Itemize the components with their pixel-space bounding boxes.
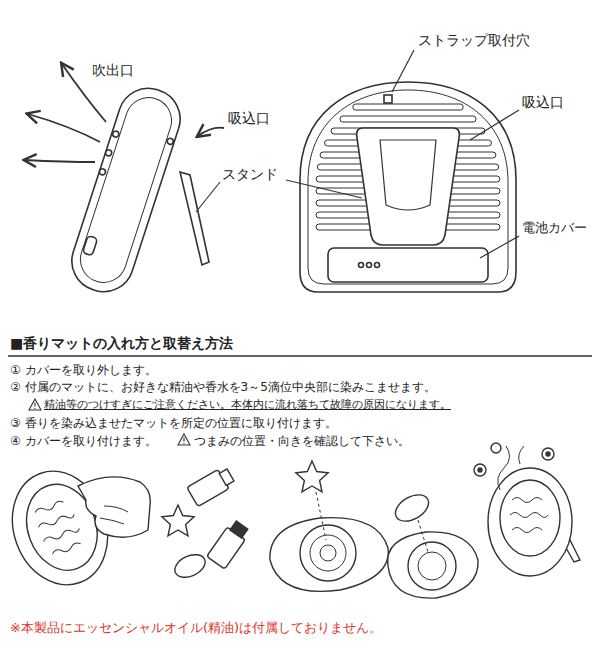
leader-line — [470, 110, 519, 140]
outflow-arrow — [25, 160, 95, 162]
grille-wave — [510, 498, 548, 533]
star-mats — [162, 461, 328, 536]
placement-guide — [316, 492, 326, 540]
instruction-step: ④ カバーを取り付けます。 — [10, 434, 157, 448]
oil-bottle — [187, 465, 236, 506]
mat-holder-ring — [418, 552, 446, 580]
section-title: ■香りマットの入れ方と取替え方法 — [10, 335, 233, 352]
mat-holder-ring — [310, 535, 346, 571]
grille-slot — [353, 104, 463, 110]
stand-leg — [180, 172, 209, 265]
battery-cover — [328, 248, 488, 282]
oil-bottle — [207, 519, 251, 569]
device-knob — [83, 236, 98, 256]
instruction-step: ① カバーを取り外します。 — [10, 363, 157, 377]
warning-icon — [34, 403, 35, 410]
device-body — [64, 81, 188, 300]
flower-center — [478, 468, 482, 472]
mat-holder — [300, 525, 356, 581]
step-sketches — [0, 443, 580, 598]
part-label: ストラップ取付穴 — [418, 32, 530, 49]
device-seam — [74, 92, 177, 289]
leader-line — [196, 182, 220, 212]
hand — [78, 477, 150, 537]
leader-line — [286, 180, 362, 198]
leaf-mat — [171, 550, 208, 582]
device-body — [300, 82, 516, 292]
warning-icon — [29, 399, 41, 410]
hand-finger — [100, 506, 128, 524]
section-rule — [8, 355, 592, 357]
grille-wave — [32, 498, 85, 558]
bottle-cap — [230, 521, 248, 538]
part-label: 吸込口 — [522, 94, 564, 111]
airflow-arrows — [25, 64, 224, 162]
device-bump — [112, 130, 120, 138]
device-bump — [166, 137, 174, 145]
footnote: ※本製品にエッセンシャルオイル(精油)は付属しておりません。 — [10, 620, 382, 636]
placement-guide — [418, 520, 428, 552]
part-label: スタンド — [222, 166, 278, 183]
device-grille — [500, 480, 560, 556]
part-label: 吹出口 — [92, 62, 134, 79]
cover-dot — [359, 263, 364, 268]
flower — [542, 448, 554, 460]
part-label: 電池カバー — [522, 220, 587, 236]
flower-center — [546, 452, 550, 456]
device-base — [388, 532, 478, 598]
stand-slot — [380, 140, 436, 210]
leader-line — [480, 236, 519, 258]
device-front-view — [300, 82, 516, 292]
leader-line — [392, 50, 414, 92]
warning-icon — [183, 438, 184, 445]
stand — [357, 128, 460, 245]
star-mat — [296, 461, 328, 492]
leaf-mat — [391, 489, 433, 526]
grille-slot — [340, 116, 476, 122]
mat-holder-ring — [320, 545, 336, 561]
part-label: 吸込口 — [228, 110, 270, 127]
cover-dot — [375, 263, 380, 268]
leader-lines — [196, 50, 519, 258]
device-side-view — [64, 81, 209, 300]
star-mat — [162, 505, 194, 536]
device-bump — [105, 149, 113, 157]
mat-holder — [408, 542, 456, 590]
flower — [491, 443, 501, 453]
bottle-cap — [219, 469, 234, 486]
device-body — [488, 468, 572, 576]
strap-hole — [384, 95, 392, 103]
intake-arrow — [198, 128, 224, 136]
flower — [474, 464, 486, 476]
warning-icon — [178, 434, 190, 445]
scent-wave — [498, 446, 524, 490]
instruction-step: ③ 香りを染み込ませたマットを所定の位置に取り付けます。 — [10, 416, 337, 430]
warning-note: 精油等のつけすぎにご注意ください。本体内に流れ落ちて故障の原因になります。 — [44, 398, 451, 411]
device-bump — [99, 168, 107, 176]
outflow-arrow — [28, 114, 100, 142]
cover-dot — [367, 263, 372, 268]
device-base — [270, 518, 388, 592]
instruction-step: ② 付属のマットに、お好きな精油や香水を3～5滴位中央部に染みこませます。 — [10, 380, 436, 394]
warning-note: つまみの位置・向きを確認して下さい。 — [194, 434, 410, 448]
device-inner-outline — [308, 90, 508, 284]
